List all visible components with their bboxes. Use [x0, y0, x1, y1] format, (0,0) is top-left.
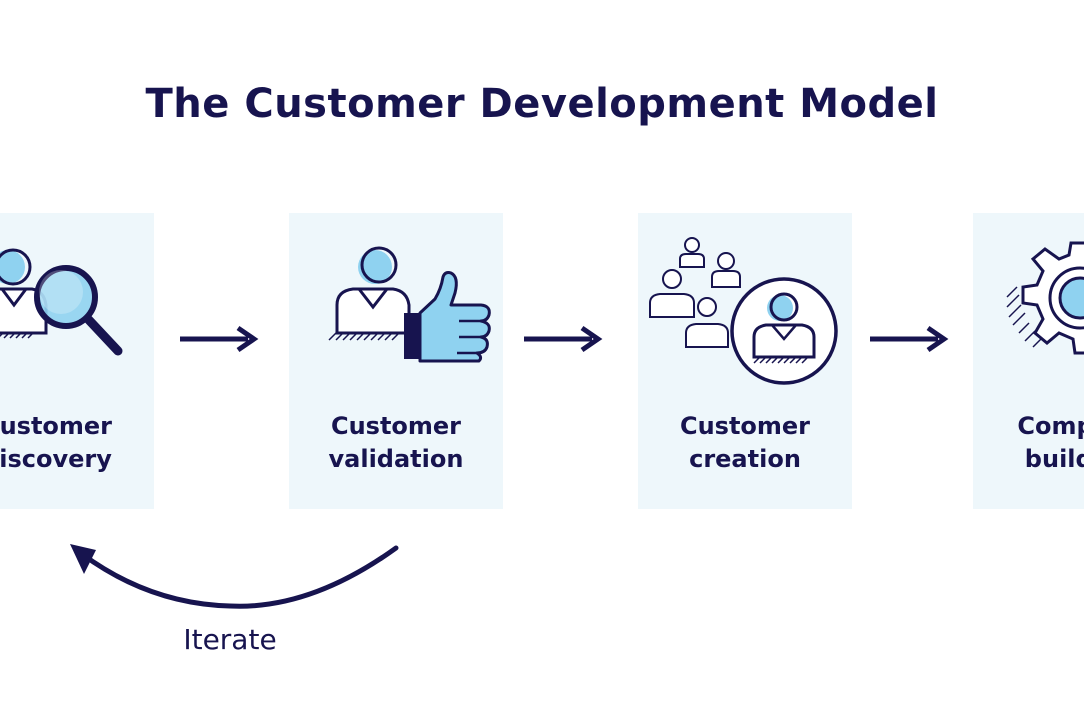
diagram-title: The Customer Development Model — [145, 81, 939, 127]
people-network-icon — [649, 237, 838, 385]
stage-label: Customer discovery — [0, 412, 113, 473]
stage-label: Company building — [1017, 412, 1084, 473]
stage-company-building: Company building — [973, 213, 1084, 509]
person-magnifier-icon — [0, 248, 123, 356]
iterate-arrow-icon — [70, 544, 399, 609]
stage-label: Customer creation — [679, 412, 811, 473]
stage-customer-creation: Customer creation — [638, 213, 852, 509]
stage-customer-discovery: Customer discovery — [0, 213, 154, 509]
iterate-label: Iterate — [183, 623, 277, 656]
arrow-right-icon — [524, 325, 603, 353]
arrow-right-icon — [180, 325, 259, 353]
stage-customer-validation: Customer validation — [289, 213, 503, 509]
arrow-right-icon — [870, 325, 949, 353]
person-thumbs-up-icon — [328, 246, 491, 363]
gear-icon — [1006, 241, 1084, 355]
stage-label: Customer validation — [328, 412, 464, 473]
